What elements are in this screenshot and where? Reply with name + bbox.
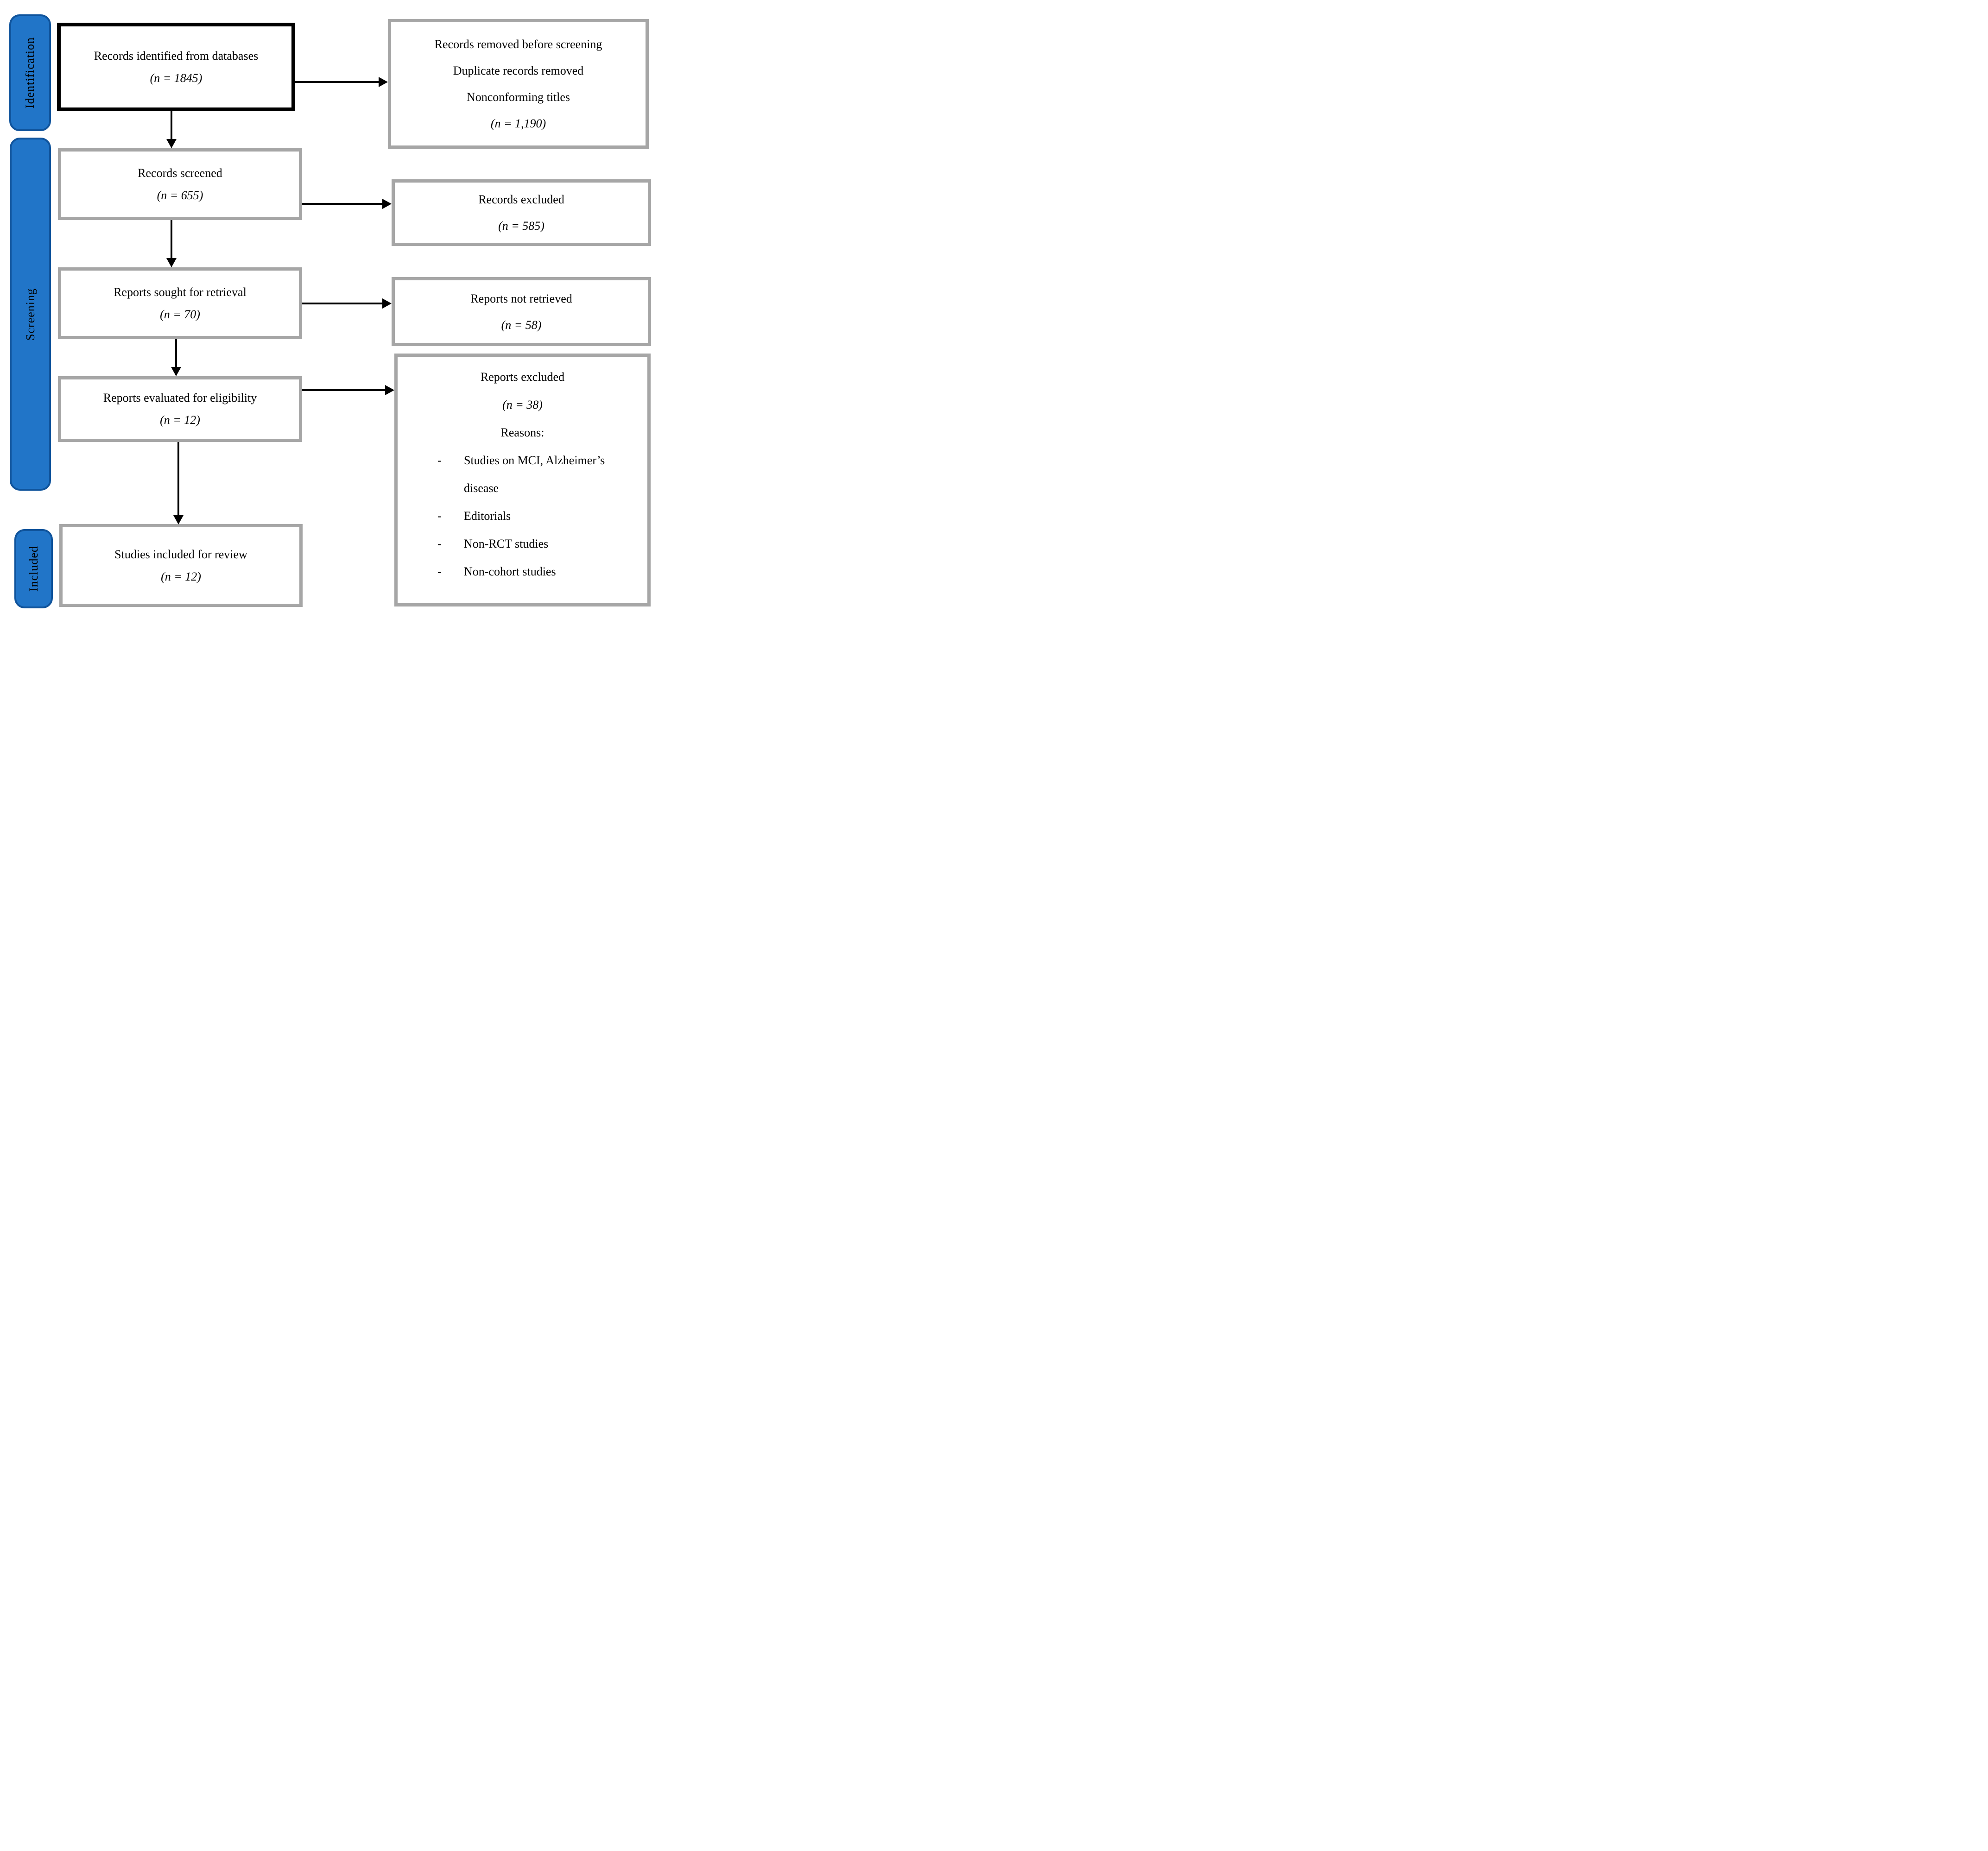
box-count: (n = 70)	[160, 307, 200, 321]
box-count: (n = 38)	[502, 398, 543, 411]
stage-label-included: Included	[26, 546, 40, 592]
flow-box-records-excluded: Records excluded (n = 585)	[392, 179, 651, 246]
box-line: Nonconforming titles	[466, 90, 570, 104]
arrowhead-right-icon	[382, 199, 392, 209]
reason-text: Editorials	[464, 509, 511, 523]
connector-line-down-4	[177, 442, 179, 516]
box-title: Reports evaluated for eligibility	[103, 391, 257, 404]
prisma-flow-diagram: Identification Screening Included Record…	[0, 0, 663, 617]
reason-item: - Studies on MCI, Alzheimer’s disease	[398, 447, 647, 502]
box-title: Records excluded	[478, 193, 564, 206]
connector-line-right-3	[302, 303, 383, 304]
reason-item: - Non-cohort studies	[398, 558, 647, 586]
arrowhead-down-icon	[173, 515, 184, 524]
flow-box-studies-included: Studies included for review (n = 12)	[59, 524, 303, 607]
flow-box-reports-excluded: Reports excluded (n = 38) Reasons: - Stu…	[394, 354, 651, 606]
connector-line-down-2	[171, 220, 172, 259]
arrowhead-down-icon	[171, 367, 181, 376]
box-count: (n = 12)	[160, 413, 200, 427]
connector-line-right-1	[295, 81, 380, 83]
connector-line-down-1	[171, 111, 172, 140]
reason-item: - Editorials	[398, 502, 647, 530]
box-count: (n = 585)	[498, 219, 544, 233]
flow-box-reports-evaluated: Reports evaluated for eligibility (n = 1…	[58, 376, 302, 442]
reason-text: Non-cohort studies	[464, 565, 556, 578]
arrowhead-right-icon	[379, 77, 388, 87]
stage-tab-included: Included	[14, 529, 53, 608]
box-count: (n = 12)	[161, 569, 201, 583]
box-count: (n = 655)	[157, 188, 203, 202]
reason-text: Studies on MCI, Alzheimer’s disease	[464, 454, 605, 495]
box-title: Reports sought for retrieval	[114, 285, 247, 299]
connector-line-down-3	[175, 339, 177, 368]
reason-item: - Non-RCT studies	[398, 530, 647, 558]
box-line: Duplicate records removed	[453, 64, 584, 77]
box-count: (n = 1,190)	[490, 117, 546, 130]
arrowhead-down-icon	[166, 139, 177, 148]
box-title: Records screened	[138, 166, 222, 180]
stage-tab-screening: Screening	[10, 138, 51, 491]
box-line: Records removed before screening	[434, 38, 602, 51]
box-title: Records identified from databases	[94, 49, 259, 63]
bullet-dash: -	[437, 565, 442, 578]
stage-tab-identification: Identification	[9, 14, 51, 131]
flow-box-records-identified: Records identified from databases (n = 1…	[57, 23, 295, 111]
box-title: Studies included for review	[114, 547, 247, 561]
bullet-dash: -	[437, 537, 442, 550]
reasons-list: - Studies on MCI, Alzheimer’s disease - …	[398, 447, 647, 586]
box-count: (n = 58)	[501, 318, 542, 332]
reasons-label: Reasons:	[500, 426, 544, 439]
arrowhead-right-icon	[385, 385, 394, 395]
bullet-dash: -	[437, 509, 442, 523]
flow-box-reports-not-retrieved: Reports not retrieved (n = 58)	[392, 277, 651, 346]
box-count: (n = 1845)	[150, 71, 203, 85]
reason-text: Non-RCT studies	[464, 537, 549, 550]
connector-line-right-4	[302, 389, 386, 391]
arrowhead-down-icon	[166, 258, 177, 267]
stage-label-screening: Screening	[23, 288, 37, 341]
bullet-dash: -	[437, 454, 442, 467]
box-title: Reports not retrieved	[470, 291, 572, 305]
flow-box-records-removed: Records removed before screening Duplica…	[388, 19, 649, 149]
flow-box-records-screened: Records screened (n = 655)	[58, 148, 302, 220]
stage-label-identification: Identification	[23, 37, 37, 109]
box-title: Reports excluded	[480, 370, 565, 384]
connector-line-right-2	[302, 203, 383, 205]
arrowhead-right-icon	[382, 298, 392, 309]
flow-box-reports-sought: Reports sought for retrieval (n = 70)	[58, 267, 302, 339]
